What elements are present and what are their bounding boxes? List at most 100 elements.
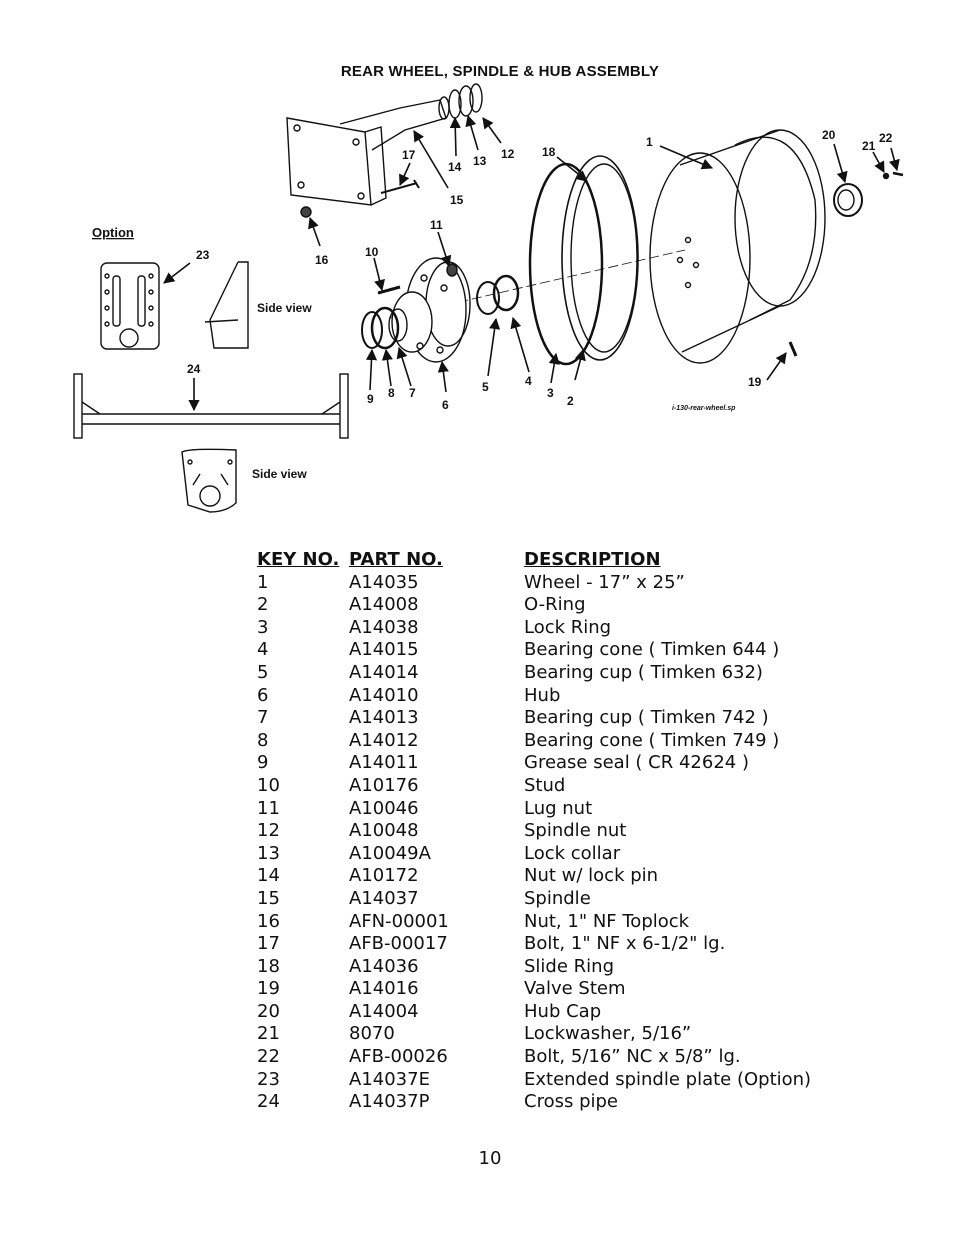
o-ring-part [561,155,639,361]
key-no-cell: 22 [257,1046,280,1068]
description-cell: Bearing cone ( Timken 749 ) [524,729,780,751]
parts-table-header: KEY NO. PART NO. DESCRIPTION [257,549,824,572]
callout-24: 24 [187,362,201,376]
page-number: 10 [478,1148,502,1169]
part-no-cell: A14011 [349,752,419,774]
callout-18: 18 [542,145,556,159]
part-no-cell: A14037P [349,1091,430,1113]
part-no-cell: A14008 [349,594,419,616]
table-row: 1 A14035 Wheel - 17” x 25” [257,572,824,595]
lock-ring-part [528,162,604,366]
callout-7: 7 [409,386,416,400]
exploded-assembly-diagram: 1 2 3 4 5 6 7 8 9 10 11 12 13 14 15 16 1… [73,83,904,513]
part-no-cell: A14012 [349,729,419,751]
table-row: 8 A14012 Bearing cone ( Timken 749 ) [257,730,824,753]
key-no-cell: 19 [257,978,280,1000]
key-no-cell: 7 [257,707,269,729]
part-no-cell: A10176 [349,774,419,796]
callout-16: 16 [315,253,329,267]
part-no-cell: A10048 [349,820,419,842]
part-no-cell: A14035 [349,571,419,593]
callout-5: 5 [482,380,489,394]
description-cell: Hub Cap [524,1000,602,1022]
description-cell: Bolt, 1" NF x 6-1/2" lg. [524,933,726,955]
callout-11: 11 [430,218,443,232]
parts-table: KEY NO. PART NO. DESCRIPTION 1 A14035 Whee… [257,549,824,1114]
key-no-cell: 10 [257,774,280,796]
description-cell: O-Ring [524,594,586,616]
part-no-cell: A14010 [349,684,419,706]
key-no-cell: 13 [257,842,280,864]
description-cell: Cross pipe [524,1091,618,1113]
callout-23: 23 [196,248,210,262]
key-no-cell: 8 [257,729,269,751]
key-no-cell: 16 [257,910,280,932]
description-cell: Bearing cone ( Timken 644 ) [524,639,780,661]
description-cell: Bolt, 5/16” NC x 5/8” lg. [524,1046,741,1068]
part-no-cell: A10046 [349,797,419,819]
option-plate-part [100,261,249,350]
key-no-cell: 15 [257,887,280,909]
callout-6: 6 [442,398,449,412]
callout-20: 20 [822,128,836,142]
description-cell: Spindle [524,887,591,909]
part-no-cell: AFB-00017 [349,933,448,955]
part-no-cell: A14004 [349,1000,419,1022]
description-cell: Lock Ring [524,616,612,638]
key-no-cell: 6 [257,684,269,706]
part-no-cell: AFB-00026 [349,1046,448,1068]
key-no-cell: 11 [257,797,280,819]
cross-pipe-part [73,373,349,513]
key-no-cell: 9 [257,752,269,774]
description-cell: Bearing cup ( Timken 632) [524,661,763,683]
table-row: 22 AFB-00026 Bolt, 5/16” NC x 5/8” lg. [257,1046,824,1069]
side-view-label: Side view [257,301,312,315]
callout-3: 3 [547,386,554,400]
part-no-cell: A10172 [349,865,419,887]
part-no-cell: A14014 [349,661,419,683]
key-no-cell: 20 [257,1000,280,1022]
callout-17: 17 [402,148,416,162]
callout-19: 19 [748,375,762,389]
callout-14: 14 [448,160,462,174]
callout-21: 21 [862,139,876,153]
description-cell: Lug nut [524,797,593,819]
part-no-cell: A14015 [349,639,419,661]
part-no-cell: A14013 [349,707,419,729]
header-part-no: PART NO. [349,549,443,570]
diagram-title: REAR WHEEL, SPINDLE & HUB ASSEMBLY [340,63,660,80]
key-no-cell: 18 [257,955,280,977]
description-cell: Grease seal ( CR 42624 ) [524,752,749,774]
part-no-cell: A14016 [349,978,419,1000]
key-no-cell: 4 [257,639,269,661]
wheel-part [649,129,826,364]
part-no-cell: A14037E [349,1068,430,1090]
description-cell: Lockwasher, 5/16” [524,1023,692,1045]
image-code: i-130-rear-wheel.sp [672,405,736,412]
table-row: 11 A10046 Lug nut [257,798,824,821]
callout-22: 22 [879,131,893,145]
callout-1: 1 [646,135,653,149]
header-description: DESCRIPTION [524,549,661,570]
description-cell: Nut, 1" NF Toplock [524,910,690,932]
table-row: 20 A14004 Hub Cap [257,1001,824,1024]
part-no-cell: A10049A [349,842,431,864]
key-no-cell: 12 [257,820,280,842]
description-cell: Wheel - 17” x 25” [524,571,685,593]
key-no-cell: 1 [257,571,269,593]
description-cell: Slide Ring [524,955,614,977]
callout-12: 12 [501,147,515,161]
callout-9: 9 [367,392,374,406]
